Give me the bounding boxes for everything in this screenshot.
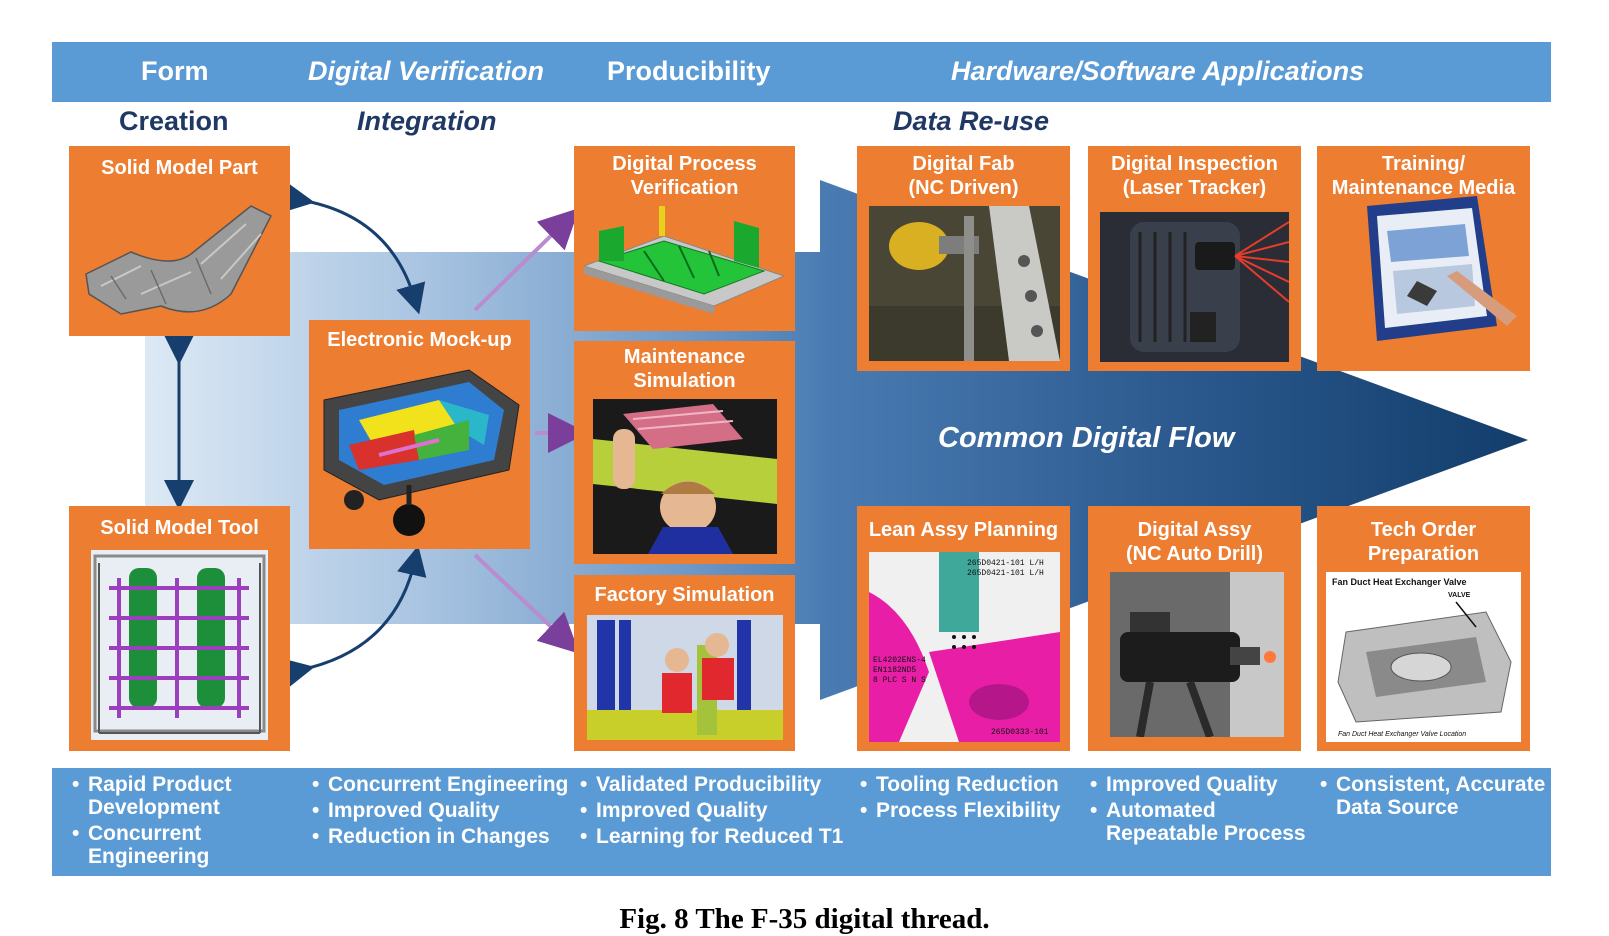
header-bar (52, 42, 1551, 102)
solid-model-tool-image (91, 550, 268, 740)
panel-title: Electronic Mock-up (327, 329, 512, 351)
benefit-item: Concurrent Engineering (70, 822, 232, 868)
lean-code-2: EN1182ND5 (873, 666, 916, 675)
benefit-item: Consistent, Accurate Data Source (1318, 773, 1545, 819)
curved-arrow-top (282, 182, 426, 315)
tech-valve-label: VALVE (1448, 592, 1471, 599)
curved-arrow-bottom (282, 545, 427, 688)
header-producibility: Producibility (607, 56, 771, 86)
panel-title: Digital Inspection (Laser Tracker) (1111, 153, 1278, 199)
panel-title: Tech Order Preparation (1367, 519, 1480, 565)
benefit-item: Improved Quality (310, 799, 568, 822)
panel-title: Factory Simulation (594, 584, 775, 606)
digital-fab-image (869, 206, 1060, 361)
header-hardware-software: Hardware/Software Applications (951, 56, 1365, 86)
panel-title: Solid Model Tool (100, 517, 259, 539)
panel-training-media: Training/ Maintenance Media (1317, 146, 1530, 371)
panel-title: Training/ Maintenance Media (1331, 153, 1516, 199)
benefit-item: Validated Producibility (578, 773, 843, 796)
purple-arrow-down (473, 553, 580, 654)
subheader-data-reuse: Data Re-use (893, 106, 1050, 136)
header-digital-verification: Digital Verification (308, 56, 545, 86)
panel-digital-assy: Digital Assy (NC Auto Drill) (1088, 506, 1301, 751)
panel-title: Digital Fab (NC Driven) (908, 153, 1019, 199)
benefit-item: Reduction in Changes (310, 825, 568, 848)
panel-title: Solid Model Part (101, 157, 258, 179)
common-digital-flow-label: Common Digital Flow (938, 422, 1235, 454)
lean-code-4: 265D0333-101 (991, 728, 1049, 737)
panel-title: Maintenance Simulation (623, 346, 746, 392)
tech-order-image: Fan Duct Heat Exchanger Valve VALVE Fan … (1326, 572, 1521, 742)
panel-maintenance-simulation: Maintenance Simulation (574, 341, 795, 564)
benefit-item: Improved Quality (578, 799, 843, 822)
factory-simulation-image (587, 615, 783, 740)
panel-digital-fab: Digital Fab (NC Driven) (857, 146, 1070, 371)
benefit-item: Tooling Reduction (858, 773, 1060, 796)
subheader-creation: Creation (119, 106, 229, 136)
benefit-item: Process Flexibility (858, 799, 1060, 822)
benefit-item: Improved Quality (1088, 773, 1306, 796)
benefits-col-2: Concurrent Engineering Improved Quality … (310, 773, 568, 851)
maintenance-simulation-image (593, 399, 777, 554)
benefits-col-1: Rapid Product Development Concurrent Eng… (70, 773, 232, 871)
training-media-image (1367, 196, 1517, 341)
benefit-item: Rapid Product Development (70, 773, 232, 819)
panel-lean-assy: Lean Assy Planning 265D0421-101 L/H 265D… (857, 506, 1070, 751)
digital-process-verification-image (584, 206, 784, 314)
lean-part-label-2: 265D0421-101 L/H (967, 569, 1044, 578)
panel-digital-inspection: Digital Inspection (Laser Tracker) (1088, 146, 1301, 371)
panel-solid-model-part: Solid Model Part (69, 146, 290, 336)
lean-code-3: 8 PLC S N S (873, 676, 926, 685)
benefits-col-5: Improved Quality Automated Repeatable Pr… (1088, 773, 1306, 848)
panel-tech-order: Tech Order Preparation Fan Duct Heat Exc… (1317, 506, 1530, 751)
subheader-integration: Integration (357, 106, 497, 136)
panel-title: Digital Process Verification (612, 153, 757, 199)
panel-factory-simulation: Factory Simulation (574, 575, 795, 751)
benefit-item: Concurrent Engineering (310, 773, 568, 796)
panel-digital-process-verification: Digital Process Verification (574, 146, 795, 331)
digital-assy-image (1110, 572, 1284, 737)
benefits-col-4: Tooling Reduction Process Flexibility (858, 773, 1060, 825)
lean-assy-image: 265D0421-101 L/H 265D0421-101 L/H EL4202… (869, 552, 1060, 742)
lean-code-1: EL4202ENS-4 (873, 656, 926, 665)
electronic-mockup-image (323, 369, 520, 536)
header-form: Form (141, 56, 209, 86)
tech-title: Fan Duct Heat Exchanger Valve (1332, 577, 1467, 587)
tech-caption: Fan Duct Heat Exchanger Valve Location (1338, 731, 1466, 738)
purple-arrow-up (473, 208, 580, 312)
benefits-col-6: Consistent, Accurate Data Source (1318, 773, 1545, 822)
lean-part-label-1: 265D0421-101 L/H (967, 559, 1044, 568)
solid-model-part-image (85, 205, 273, 315)
digital-inspection-image (1100, 212, 1289, 362)
figure-caption: Fig. 8 The F-35 digital thread. (619, 903, 990, 935)
panel-solid-model-tool: Solid Model Tool (69, 506, 290, 751)
benefit-item: Automated Repeatable Process (1088, 799, 1306, 845)
panel-title: Lean Assy Planning (868, 519, 1059, 541)
benefits-col-3: Validated Producibility Improved Quality… (578, 773, 843, 851)
panel-title: Digital Assy (NC Auto Drill) (1125, 519, 1263, 565)
benefit-item: Learning for Reduced T1 (578, 825, 843, 848)
panel-electronic-mockup: Electronic Mock-up (309, 320, 530, 549)
